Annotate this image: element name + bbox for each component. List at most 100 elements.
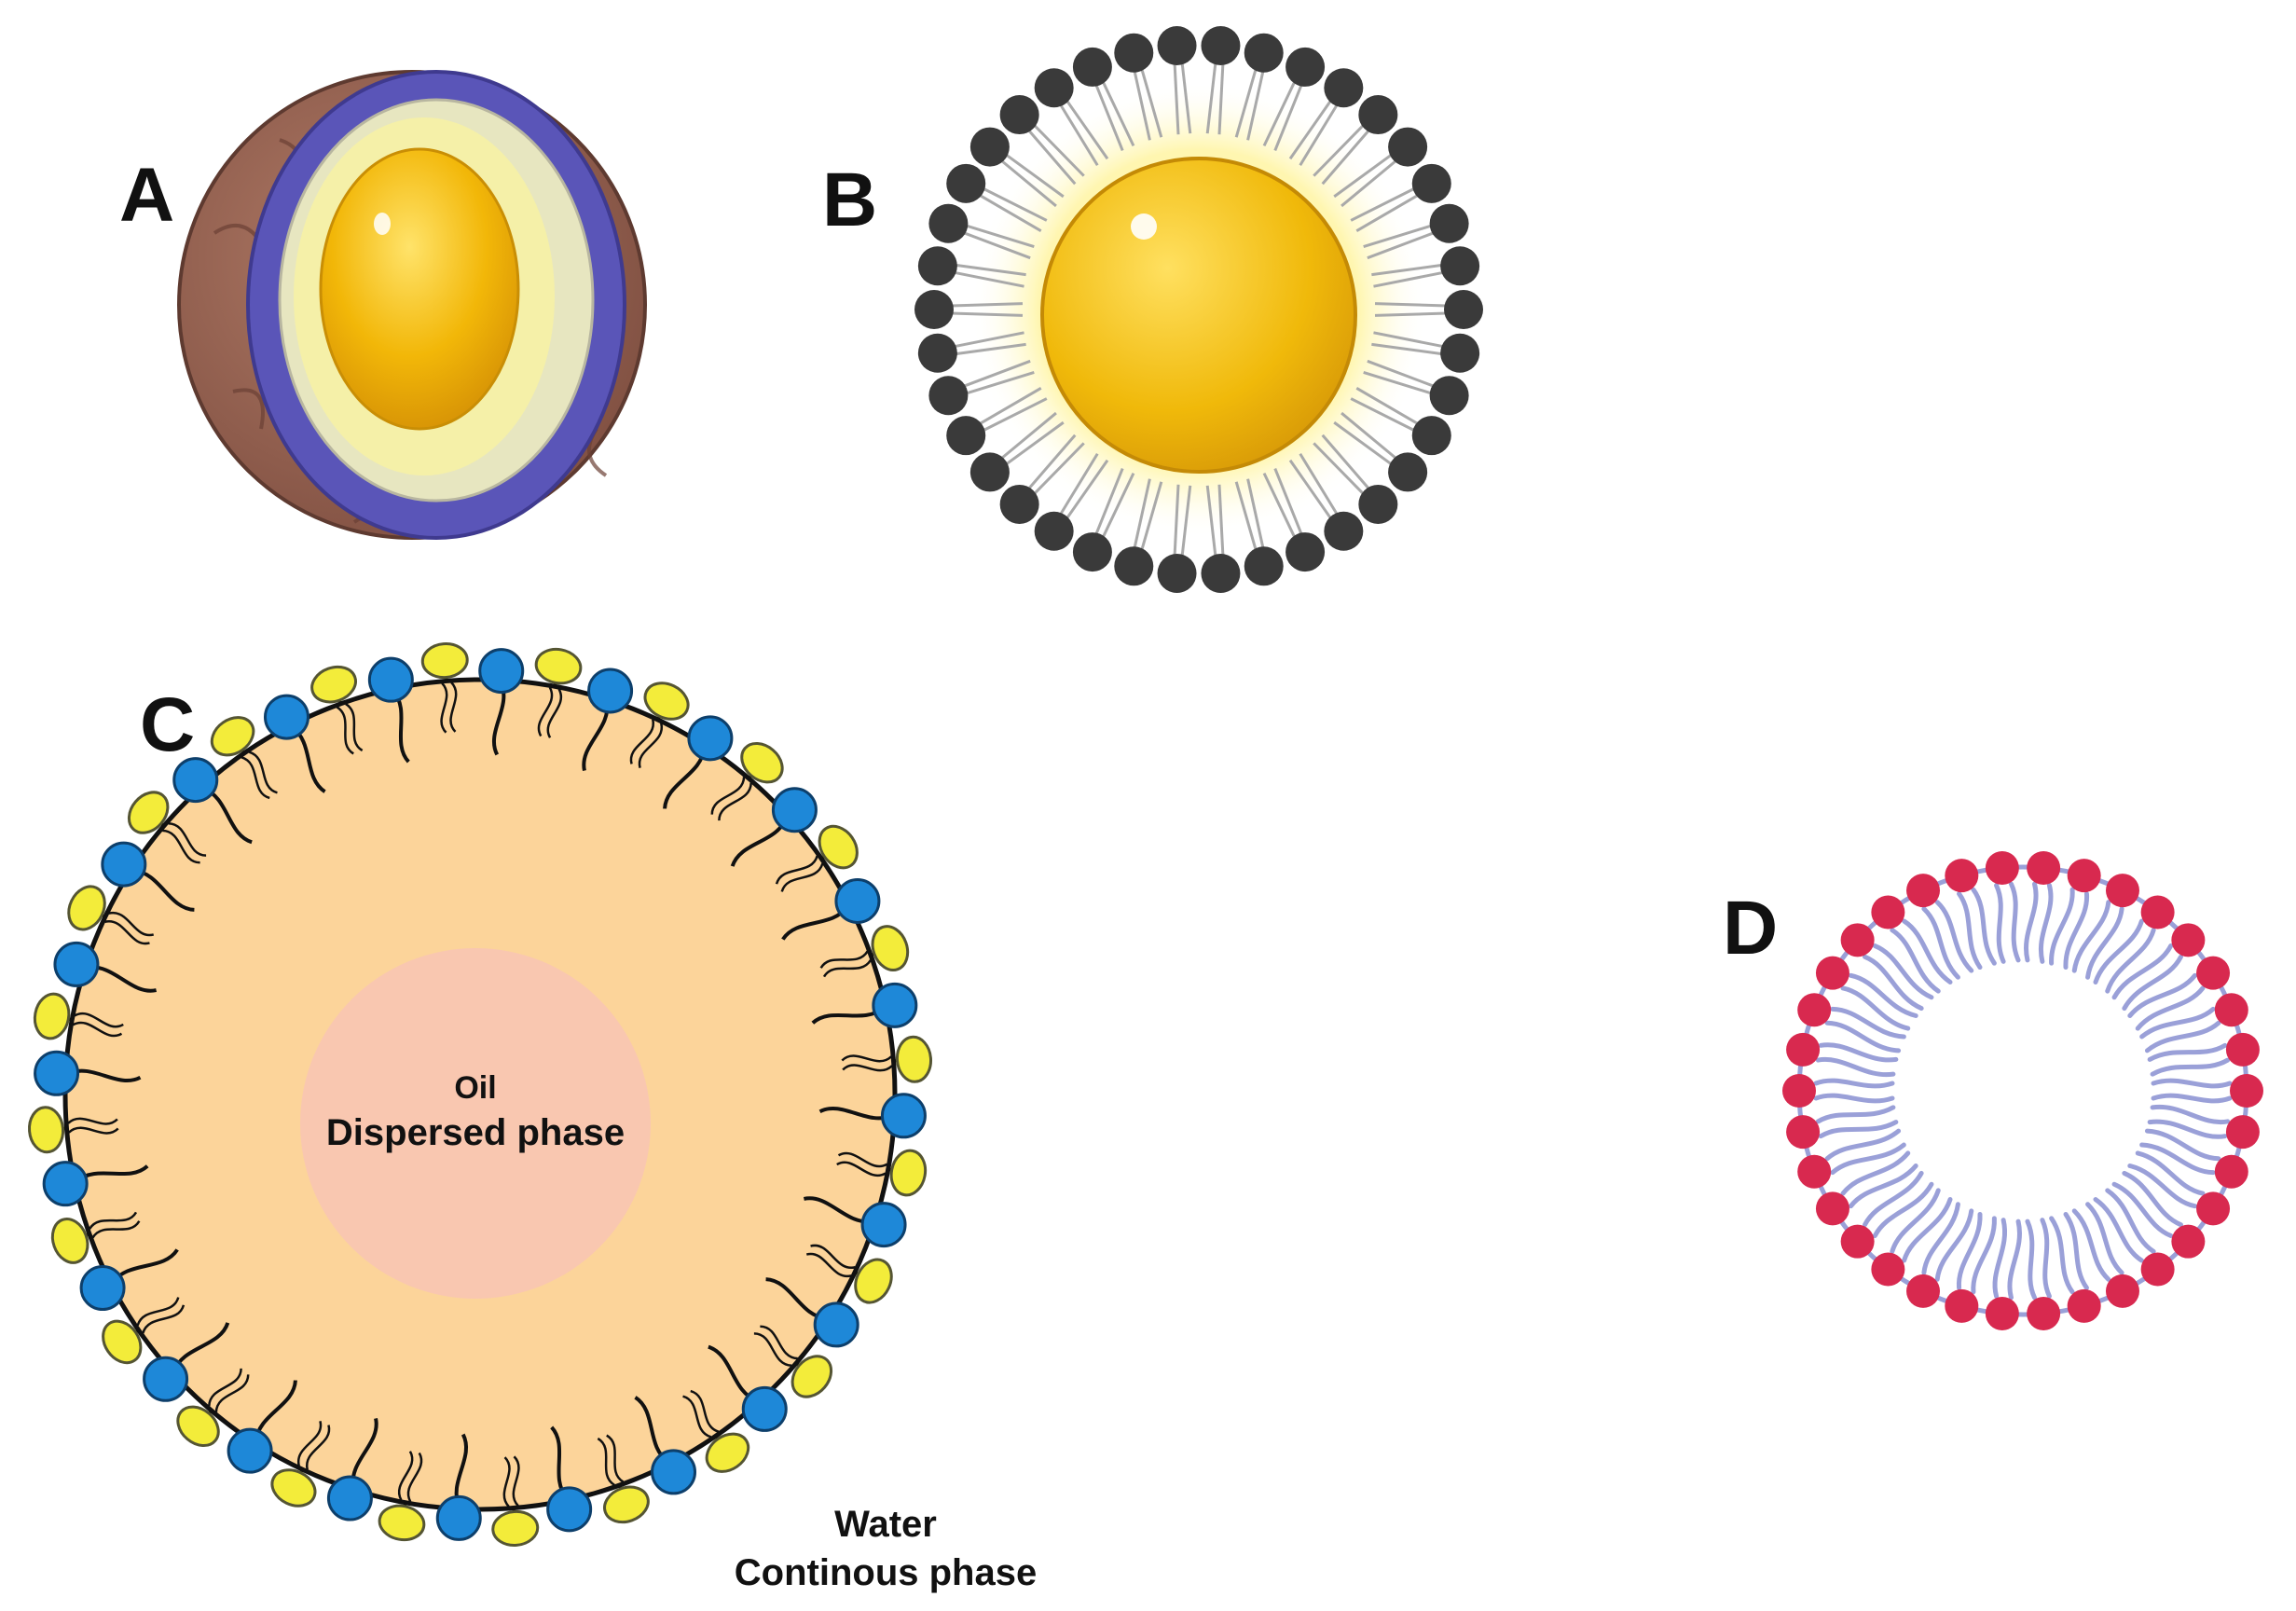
lipid-tail xyxy=(1373,331,1445,349)
lipid-tail xyxy=(965,370,1035,395)
lipid-head xyxy=(1324,511,1364,551)
micelle-tail xyxy=(2040,1218,2052,1299)
lipid-head xyxy=(999,484,1039,524)
micelle-tail xyxy=(1824,1020,1902,1053)
lipid-head xyxy=(1034,68,1074,108)
lipid-tail xyxy=(1205,485,1217,558)
surfactant-tail xyxy=(780,862,824,892)
micelle-head xyxy=(2105,1274,2139,1308)
lipid-tail xyxy=(1173,62,1180,135)
emulsion-droplet xyxy=(27,641,933,1548)
lipid-tail xyxy=(1367,231,1436,260)
lipid-tail xyxy=(978,193,1042,232)
micelle-tail xyxy=(1921,906,1960,980)
micelle-head xyxy=(2196,956,2231,990)
surfactant-tail xyxy=(297,1420,323,1466)
surfactant-head-blue xyxy=(435,1494,482,1541)
lipid-tail xyxy=(1363,224,1433,249)
micelle-tail xyxy=(2144,1020,2221,1053)
lipid-head xyxy=(1388,127,1428,167)
surfactant-tail xyxy=(842,1064,893,1072)
lipid-tail xyxy=(1371,342,1443,356)
lipid-tail xyxy=(1032,123,1085,177)
lipid-tail xyxy=(1094,467,1124,536)
micelle-head xyxy=(1985,851,2019,886)
lipid-tail xyxy=(982,186,1048,222)
surfactant-tail xyxy=(208,1368,242,1407)
micelle-tail xyxy=(2139,1006,2216,1040)
micelle-head xyxy=(1782,1074,1816,1108)
lipid-tail xyxy=(1217,484,1225,557)
lipid-tail xyxy=(1355,193,1420,232)
micelle-tail xyxy=(1824,1128,1902,1162)
nanoparticle-core-highlight xyxy=(1131,213,1157,240)
micelle-tail xyxy=(1992,1218,2007,1299)
surfactant-tail xyxy=(306,1425,331,1470)
surfactant-tail xyxy=(89,1211,138,1230)
micelle-tail xyxy=(1840,1150,1911,1196)
surfactant-tail xyxy=(72,1021,123,1038)
lipid-tail xyxy=(1333,153,1394,199)
surfactant-tail xyxy=(214,1374,250,1412)
lipid-head xyxy=(1034,511,1074,551)
surfactant-head-blue xyxy=(227,1427,273,1474)
panel-d: D xyxy=(1723,851,2263,1330)
surfactant-head-yellow xyxy=(310,665,357,704)
micelle-head xyxy=(1906,1274,1941,1308)
surfactant-head-yellow xyxy=(27,1106,65,1154)
panel-c: C Oil Dispersed phase Water Continous ph… xyxy=(27,641,1037,1593)
surfactant-tail xyxy=(597,1437,615,1486)
micelle-tail xyxy=(1957,1211,1983,1290)
surfactant-head-yellow xyxy=(643,682,690,721)
surfactant-tail xyxy=(718,782,752,821)
lipid-tail xyxy=(1234,481,1258,552)
lipid-head xyxy=(1411,416,1451,456)
micelle-tail xyxy=(1813,1093,1895,1104)
micelle-tail xyxy=(2049,1216,2075,1295)
micelle-head xyxy=(1871,1252,1905,1287)
lipid-tail xyxy=(999,411,1057,461)
lipid-tail xyxy=(1058,452,1099,516)
micelle-head xyxy=(1797,1154,1832,1189)
micelle-tail xyxy=(2105,928,2156,994)
lipid-tail xyxy=(1173,484,1180,557)
lipid-head xyxy=(1072,532,1112,572)
surfactant-head-blue xyxy=(42,1161,89,1207)
surfactant-head-yellow xyxy=(603,1485,650,1524)
surfactant-tail xyxy=(810,1244,856,1269)
micelle-head xyxy=(2214,1154,2248,1189)
micelle-head xyxy=(1945,859,1979,893)
micelle-head xyxy=(1871,895,1905,929)
lipid-tail xyxy=(1234,67,1258,138)
micelle-head xyxy=(2196,1191,2231,1226)
lipid-tail xyxy=(1350,186,1416,222)
lipid-head xyxy=(1201,25,1241,65)
micelle-head xyxy=(2027,1296,2061,1330)
lipid-tail xyxy=(950,311,1024,317)
oil-label: Oil xyxy=(454,1070,496,1106)
lipid-tail xyxy=(1373,270,1445,288)
surfactant-tail xyxy=(136,1297,180,1327)
lipid-tail xyxy=(1321,129,1371,186)
micelle-tail xyxy=(1830,1006,1906,1040)
lipid-head xyxy=(1285,532,1326,572)
lipid-head xyxy=(1358,484,1398,524)
lipid-head xyxy=(969,452,1010,492)
lipid-head xyxy=(1440,246,1480,286)
surfactant-tail xyxy=(108,912,155,937)
surfactant-head-blue xyxy=(860,1202,907,1248)
lipid-tail xyxy=(953,270,1024,288)
lipid-tail xyxy=(1140,481,1163,552)
lipid-tail xyxy=(1101,80,1135,146)
micelle-tail xyxy=(1921,1202,1960,1275)
lipid-tail-layer xyxy=(950,62,1448,558)
surfactant-head-yellow xyxy=(895,1035,933,1083)
micelle-tail xyxy=(1813,1078,1895,1089)
lipid-tail xyxy=(1140,67,1163,138)
micelle-head xyxy=(2214,993,2248,1027)
micelle-tail xyxy=(2127,972,2198,1018)
lipid-head xyxy=(1285,47,1326,87)
micelle-tail-layer xyxy=(1813,881,2233,1301)
micelle-tail xyxy=(2085,1202,2124,1275)
micelle-head xyxy=(1840,1224,1875,1259)
